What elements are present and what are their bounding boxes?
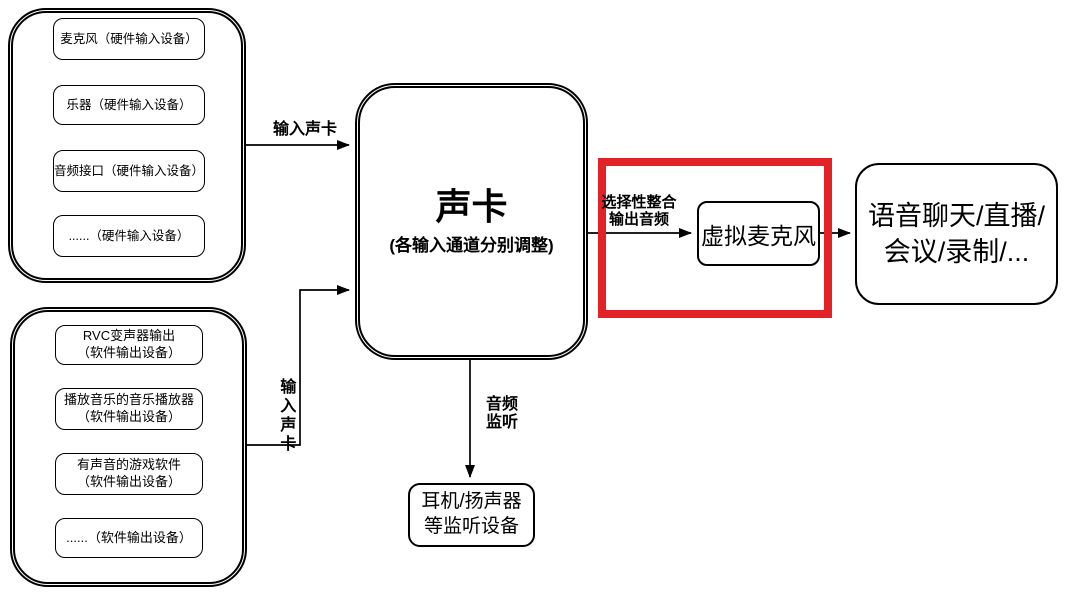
virtual-mic-node: 虚拟麦克风	[697, 201, 820, 266]
label-input-soundcard-bottom: 输入声卡	[277, 378, 295, 454]
sw-output-rvc: RVC变声器输出 （软件输出设备）	[55, 325, 203, 365]
label-selective-output: 选择性整合 输出音频	[601, 194, 677, 229]
label-input-soundcard-top: 输入声卡	[272, 121, 337, 138]
label-audio-monitor: 音频 监听	[485, 396, 518, 432]
hw-input-ellipsis: ......（硬件输入设备）	[53, 215, 205, 257]
hw-input-audio-interface: 音频接口（硬件输入设备）	[53, 150, 205, 192]
arrow-sw-to-soundcard	[246, 285, 350, 446]
sw-output-music-player: 播放音乐的音乐播放器 （软件输出设备）	[55, 388, 203, 430]
hw-input-microphone: 麦克风（硬件输入设备）	[53, 18, 205, 60]
soundcard-node: 声卡 (各输入通道分别调整)	[355, 83, 588, 360]
apps-node: 语音聊天/直播/ 会议/录制/...	[855, 163, 1058, 305]
hw-input-instrument: 乐器（硬件输入设备）	[53, 85, 205, 125]
sw-output-ellipsis: ......（软件输出设备）	[55, 518, 203, 558]
sw-output-game: 有声音的游戏软件 （软件输出设备）	[55, 453, 203, 495]
soundcard-subtitle: (各输入通道分别调整)	[389, 235, 554, 255]
monitor-device-node: 耳机/扬声器 等监听设备	[408, 483, 535, 547]
highlight-red-rectangle	[598, 158, 832, 318]
soundcard-title: 声卡	[435, 186, 508, 228]
